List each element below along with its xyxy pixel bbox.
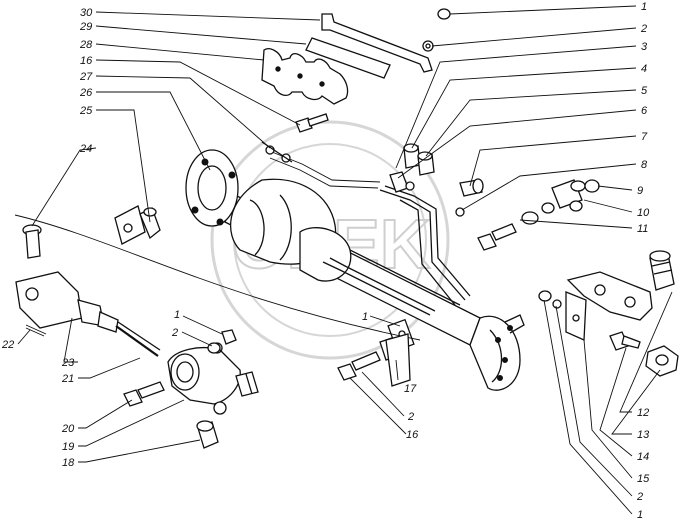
- callout-2-bottom-right: 2: [636, 491, 643, 503]
- callout-16-top: 16: [80, 55, 93, 67]
- callout-3: 3: [641, 41, 648, 53]
- callout-23: 23: [61, 357, 75, 369]
- nut-and-washer-top: [422, 8, 451, 52]
- callout-24: 24: [79, 143, 92, 155]
- callout-2-top-right: 2: [640, 23, 647, 35]
- callout-28: 28: [79, 39, 93, 51]
- top-clamp-parts: [261, 13, 433, 105]
- callout-9: 9: [637, 185, 643, 197]
- callout-14: 14: [637, 451, 649, 463]
- callout-8: 8: [641, 159, 648, 171]
- callout-21: 21: [61, 373, 74, 385]
- bolt-top: [295, 113, 329, 133]
- callout-16-bottom: 16: [406, 429, 419, 441]
- callout-6: 6: [641, 105, 648, 117]
- left-hinge-bracket: [114, 205, 161, 245]
- callout-7: 7: [641, 131, 648, 143]
- clevis-fork-and-rod: [15, 271, 161, 357]
- bolt-middle-bottom: [337, 333, 411, 387]
- callout-19: 19: [62, 441, 74, 453]
- fittings-cluster: [389, 143, 600, 251]
- callout-26: 26: [79, 87, 93, 99]
- callout-numbers: 30 29 28 16 27 26 25 24 22 23 21 20 19 1…: [1, 1, 650, 521]
- callout-25: 25: [79, 105, 93, 117]
- leader-lines: [17, 5, 673, 515]
- slave-cylinder: [167, 342, 259, 415]
- hydraulic-lines: [269, 151, 471, 316]
- right-mounting-bracket: [538, 250, 679, 377]
- callout-17: 17: [404, 383, 417, 395]
- callout-29: 29: [79, 21, 92, 33]
- callout-13: 13: [637, 429, 650, 441]
- callout-2-left: 2: [171, 327, 178, 339]
- callout-22: 22: [1, 339, 14, 351]
- callout-1-bottom-right: 1: [637, 509, 643, 521]
- callout-18: 18: [62, 457, 75, 469]
- callout-15: 15: [637, 473, 650, 485]
- callout-1-middle: 1: [362, 311, 368, 323]
- callout-1-top-right: 1: [641, 1, 647, 13]
- callout-10: 10: [637, 207, 650, 219]
- bolt-left: [123, 381, 165, 407]
- callout-2-middle: 2: [407, 411, 414, 423]
- callout-20: 20: [61, 423, 75, 435]
- callout-11: 11: [637, 223, 648, 235]
- fitting-bottom-left: [196, 420, 219, 449]
- callout-12: 12: [637, 407, 649, 419]
- callout-1-left: 1: [174, 309, 180, 321]
- callout-30: 30: [80, 7, 93, 19]
- nut-washer-left: [207, 329, 237, 354]
- clevis-pin: [22, 224, 42, 259]
- callout-4: 4: [641, 63, 647, 75]
- callout-5: 5: [641, 85, 648, 97]
- callout-27: 27: [79, 71, 93, 83]
